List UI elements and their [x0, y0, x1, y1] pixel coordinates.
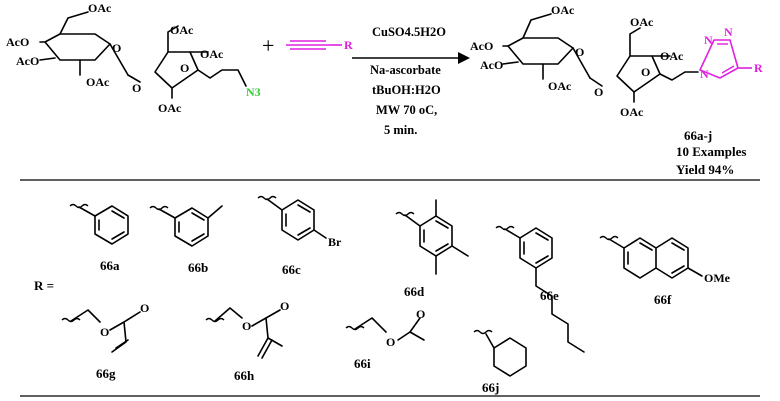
product-oac-2: OAc [548, 79, 572, 93]
condition-solvent: tBuOH:H2O [372, 83, 441, 97]
reactant-link-o: O [132, 81, 141, 95]
label-66c: 66c [282, 262, 301, 277]
reaction-arrowhead [458, 52, 470, 64]
label-66b: 66b [188, 260, 208, 275]
r-group-66c [257, 195, 327, 241]
product-aco-1: AcO [470, 39, 493, 53]
label-66j: 66j [482, 380, 499, 395]
product-r: R [754, 61, 763, 75]
r-group-66e [495, 225, 585, 353]
alkyne-structure [286, 40, 342, 50]
r-group-66g [61, 309, 141, 353]
reactant-oac-3: OAc [170, 23, 194, 37]
product-structure [502, 13, 752, 103]
reactant-oac-2: OAc [86, 75, 110, 89]
reactant-aco-1: AcO [6, 35, 29, 49]
condition-temperature: MW 70 oC, [376, 103, 437, 117]
carbonyl-o-66h: O [280, 299, 289, 313]
product-oac-1: OAc [551, 3, 575, 17]
r-group-66b [149, 205, 223, 247]
product-link-o: O [594, 85, 603, 99]
ester-o-66g: O [100, 325, 109, 339]
condition-reductant: Na-ascorbate [370, 63, 441, 77]
product-oac-4: OAc [660, 49, 684, 63]
alkyne-r: R [344, 38, 353, 52]
r-equals-label: R = [34, 278, 54, 293]
reactant-oac-5: OAc [158, 101, 182, 115]
product-ring-o-2: O [641, 65, 650, 79]
r-group-66i [345, 317, 425, 341]
r-group-66f [599, 235, 703, 279]
reactant-oac-4: OAc [200, 47, 224, 61]
r-group-66h [205, 307, 283, 359]
product-ring-o-1: O [575, 45, 584, 59]
ester-o-66h: O [242, 319, 251, 333]
label-66f: 66f [654, 292, 672, 307]
reactant-aco-2: AcO [16, 54, 39, 68]
label-66e: 66e [540, 288, 559, 303]
product-aco-2: AcO [480, 58, 503, 72]
condition-catalyst: CuSO4.5H2O [372, 25, 446, 39]
plus-sign: + [262, 33, 274, 58]
bromo-label: Br [328, 235, 342, 249]
methoxy-label: OMe [704, 271, 731, 285]
product-oac-3: OAc [630, 15, 654, 29]
r-group-66j [473, 329, 527, 377]
reactant-ring-o-1: O [112, 41, 121, 55]
product-oac-5: OAc [620, 105, 644, 119]
reactant-ring-o-2: O [180, 61, 189, 75]
reactant-structure [39, 11, 247, 99]
label-66a: 66a [100, 258, 120, 273]
carbonyl-o-66g: O [140, 301, 149, 315]
r-group-66a [69, 203, 129, 245]
product-yield: Yield 94% [676, 162, 734, 177]
triazole-n1: N [700, 67, 709, 81]
product-examples: 10 Examples [676, 144, 746, 159]
reactant-oac-1: OAc [88, 1, 112, 15]
carbonyl-o-66i: O [416, 307, 425, 321]
label-66d: 66d [404, 284, 425, 299]
triazole-n2: N [704, 33, 713, 47]
condition-time: 5 min. [384, 123, 417, 137]
triazole-n3: N [724, 25, 733, 39]
label-66g: 66g [96, 366, 116, 381]
reactant-azide: N3 [246, 85, 261, 99]
product-label: 66a-j [684, 128, 712, 143]
r-group-66d [395, 199, 469, 275]
label-66i: 66i [354, 356, 371, 371]
label-66h: 66h [234, 368, 255, 383]
ester-o-66i: O [386, 335, 395, 349]
